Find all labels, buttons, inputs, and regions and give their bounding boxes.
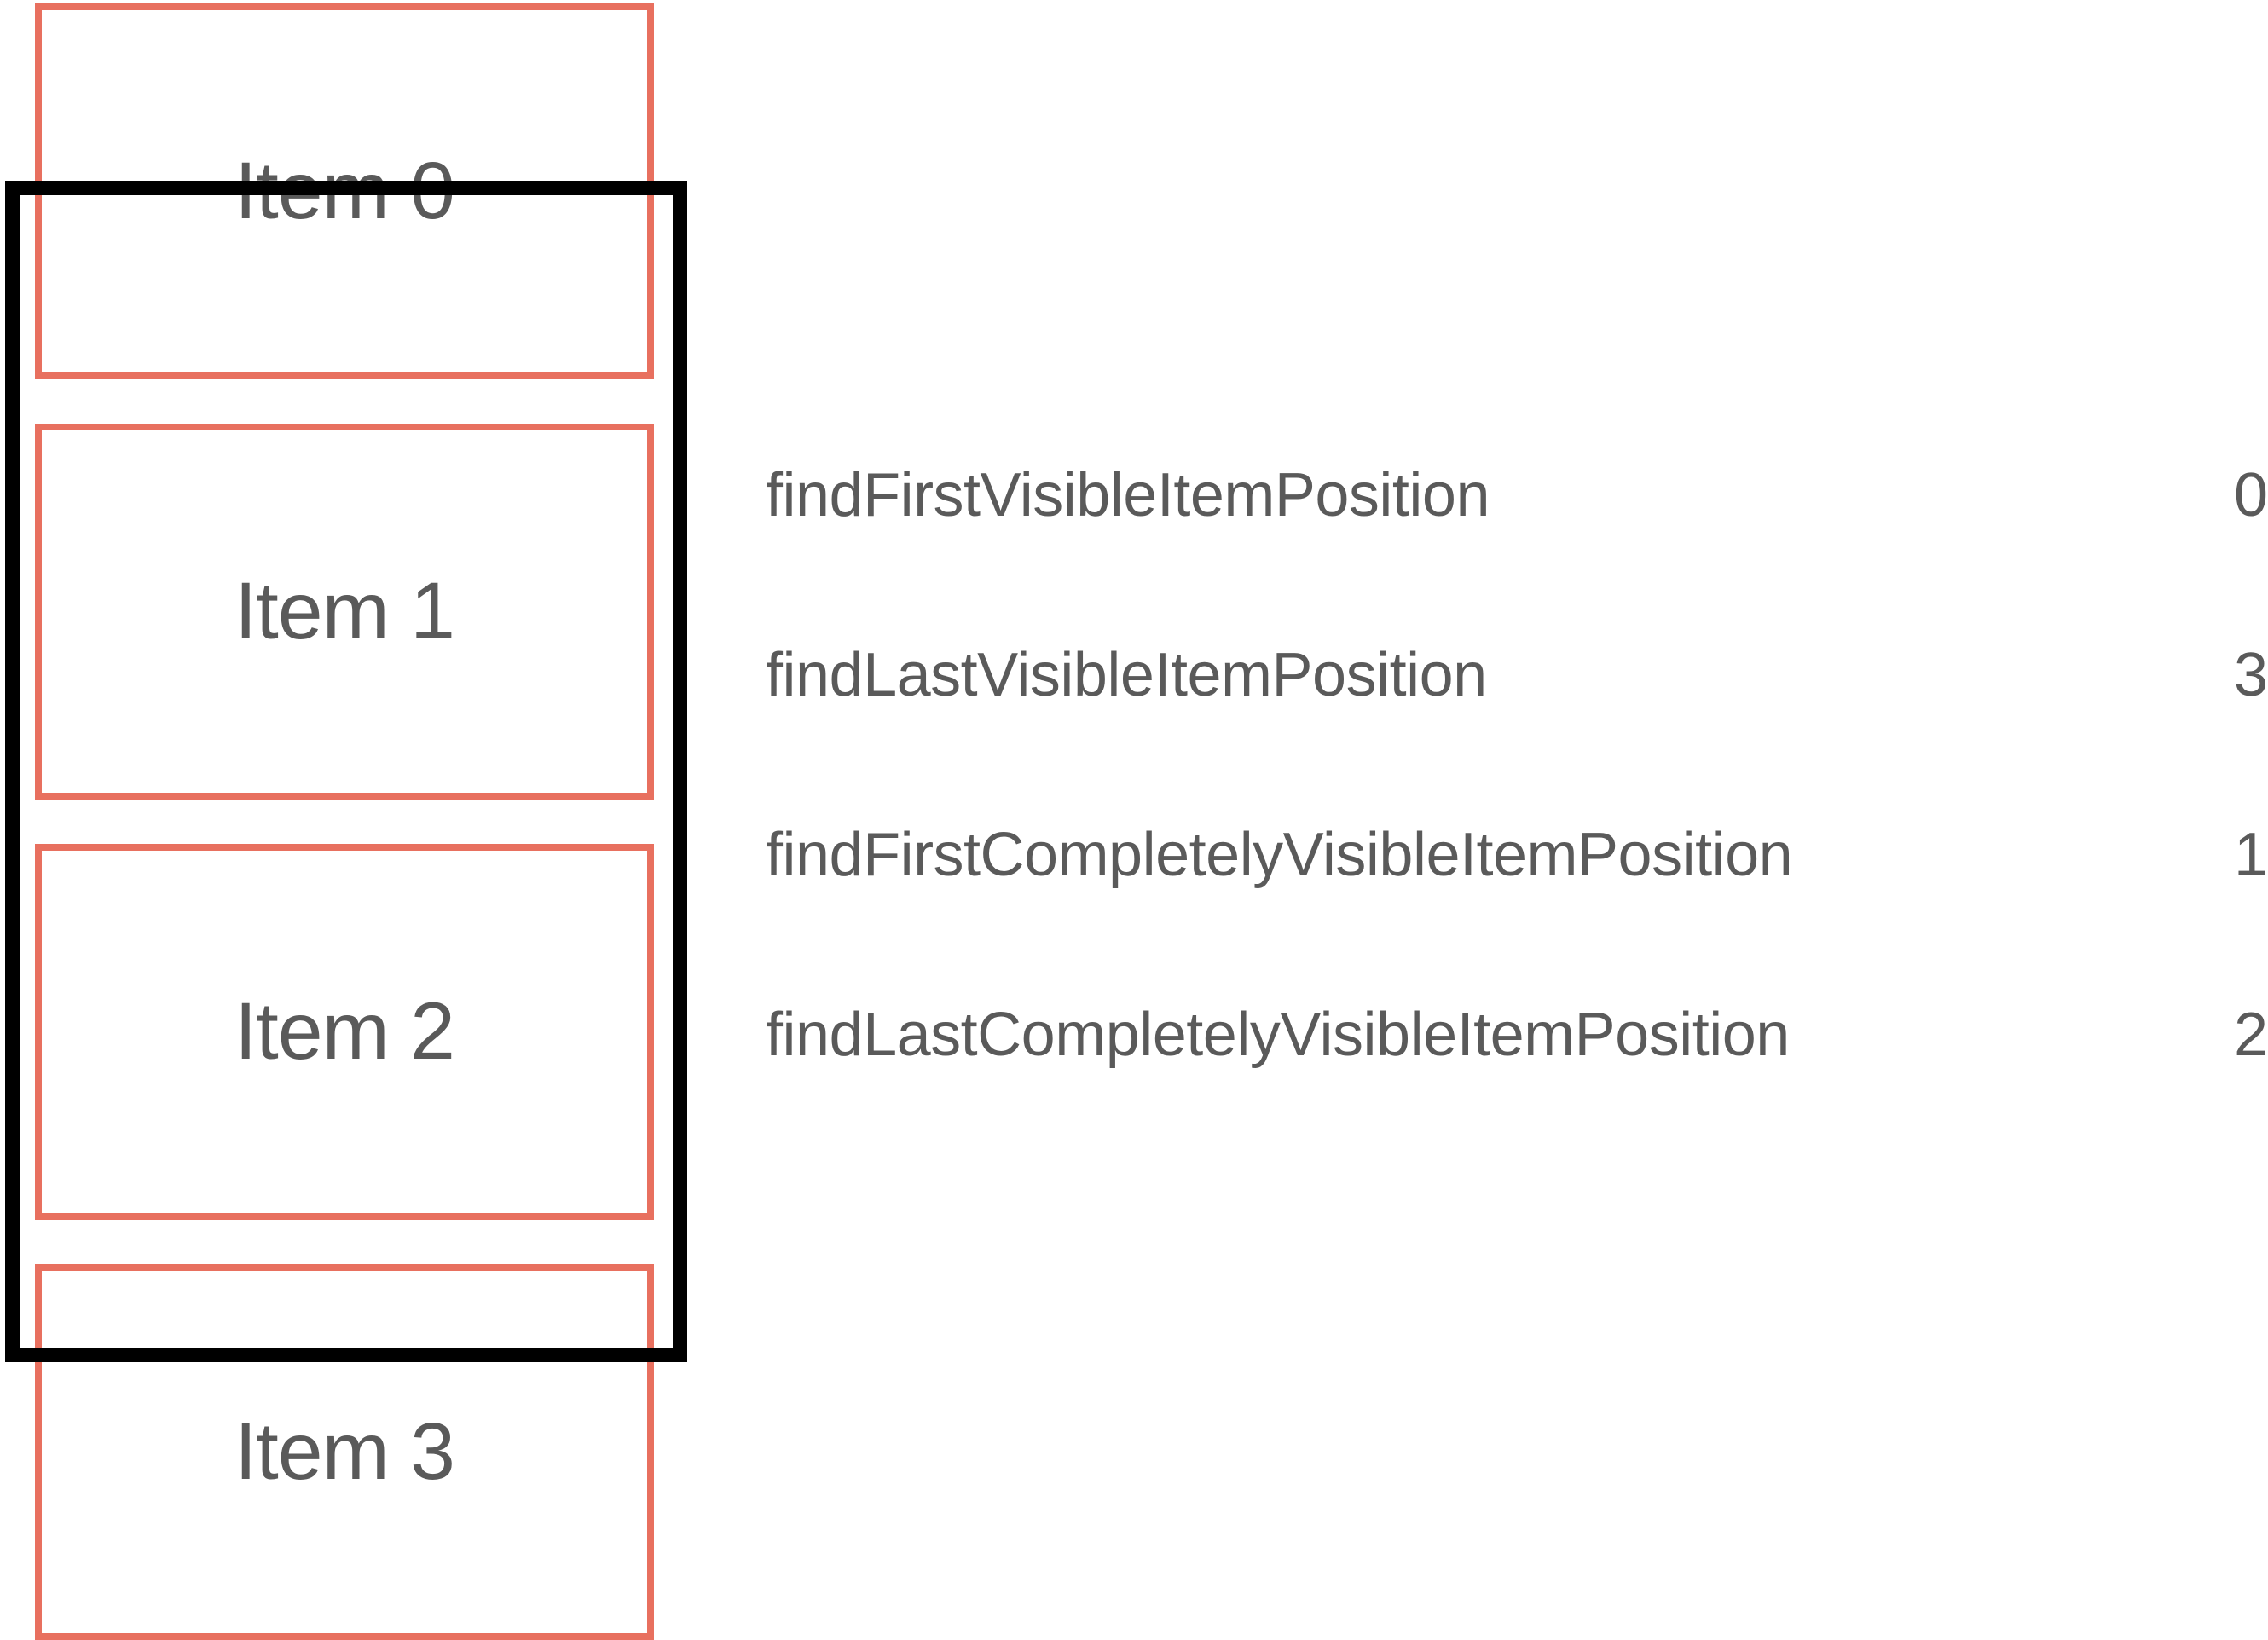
item-label: Item 1	[234, 566, 455, 656]
method-value: 2	[2233, 1001, 2268, 1069]
method-name: findFirstCompletelyVisibleItemPosition	[766, 821, 1793, 889]
method-value: 1	[2233, 821, 2268, 889]
list-item: Item 0	[35, 3, 654, 379]
method-row: findLastCompletelyVisibleItemPosition 2	[766, 992, 2268, 1077]
list-item: Item 1	[35, 424, 654, 800]
method-name: findLastCompletelyVisibleItemPosition	[766, 1001, 1790, 1069]
item-label: Item 2	[234, 986, 455, 1077]
item-label: Item 0	[234, 146, 455, 236]
method-row: findFirstCompletelyVisibleItemPosition 1	[766, 812, 2268, 898]
method-row: findLastVisibleItemPosition 3	[766, 632, 2268, 718]
method-name: findLastVisibleItemPosition	[766, 641, 1487, 709]
item-label: Item 3	[234, 1406, 455, 1497]
method-value: 0	[2233, 461, 2268, 529]
method-name: findFirstVisibleItemPosition	[766, 461, 1490, 529]
list-item: Item 2	[35, 844, 654, 1220]
list-item: Item 3	[35, 1264, 654, 1640]
method-value: 3	[2233, 641, 2268, 709]
method-row: findFirstVisibleItemPosition 0	[766, 453, 2268, 538]
